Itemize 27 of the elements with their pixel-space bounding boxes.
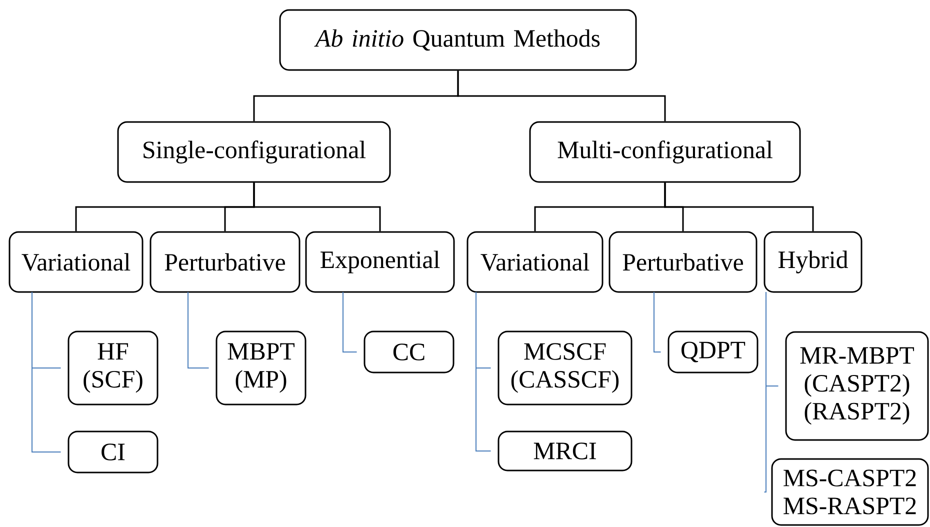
connector-line (32, 292, 62, 452)
connector-line (342, 292, 358, 352)
connector-line (476, 292, 492, 452)
connector-line (457, 70, 666, 122)
category-box: Hybrid (764, 231, 862, 293)
method-box: CI (68, 430, 158, 474)
category-box: Perturbative (608, 231, 758, 293)
method-box: CC (364, 330, 454, 374)
connector-line (664, 182, 814, 232)
category-box: Perturbative (150, 231, 300, 293)
method-box: MBPT (MP) (216, 330, 306, 406)
category-box: Exponential (305, 231, 455, 293)
method-box: MS-CASPT2 MS-RASPT2 (771, 458, 929, 526)
connector-line (654, 292, 662, 352)
connector-line (253, 182, 381, 232)
method-box: MCSCF (CASSCF) (498, 330, 632, 406)
connector-line (764, 292, 766, 492)
method-box: HF (SCF) (68, 330, 158, 406)
category-box: Ab initio Quantum Methods (279, 9, 637, 71)
category-box: Variational (8, 231, 144, 293)
method-box: MR-MBPT (CASPT2) (RASPT2) (785, 331, 929, 441)
category-box: Variational (466, 231, 604, 293)
method-box: QDPT (668, 330, 758, 374)
category-box: Multi-configurational (529, 121, 801, 183)
connector-line (188, 292, 210, 368)
method-box: MRCI (498, 430, 632, 472)
category-box: Single-configurational (117, 121, 391, 183)
